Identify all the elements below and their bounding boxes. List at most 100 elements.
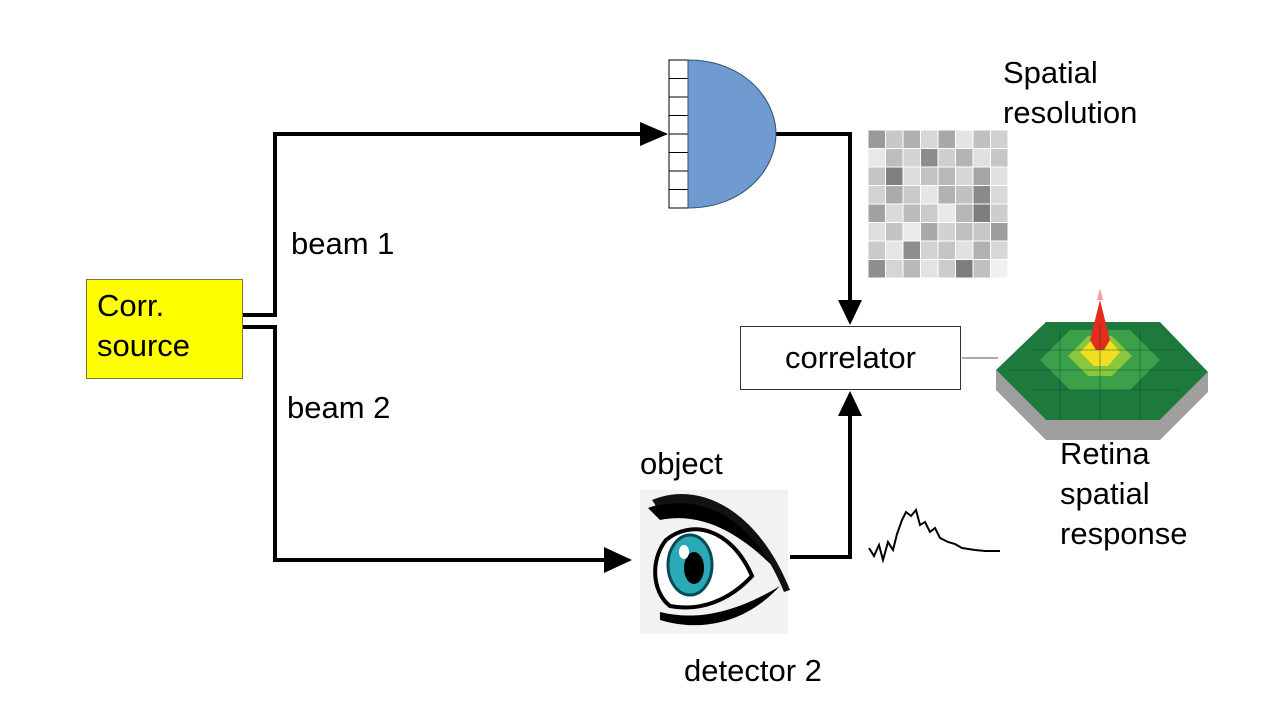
resolution-cell [955, 166, 974, 186]
resolution-cell [955, 240, 974, 260]
correlated-source-box: Corr. source [86, 279, 243, 379]
pixel-cell [668, 78, 689, 98]
resolution-cell [990, 185, 1009, 205]
resolution-cell [867, 240, 886, 260]
resolution-cell [902, 259, 921, 279]
resolution-cell [937, 222, 956, 242]
resolution-cell [920, 203, 939, 223]
resolution-cell [867, 185, 886, 205]
source-label-line1: Corr. [97, 288, 165, 323]
resolution-cell [937, 166, 956, 186]
resolution-cell [920, 259, 939, 279]
resolution-cell [885, 240, 904, 260]
resolution-cell [885, 185, 904, 205]
source-label-line2: source [97, 328, 191, 363]
detector2-to-correlator-line [790, 408, 852, 559]
pixel-cell [668, 189, 689, 209]
resolution-cell [972, 166, 991, 186]
resolution-cell [990, 222, 1009, 242]
spatial-resolution-label-line2: resolution [1003, 95, 1138, 130]
resolution-cell [902, 148, 921, 168]
pixel-cell [668, 152, 689, 172]
resolution-cell [867, 166, 886, 186]
resolution-cell [902, 203, 921, 223]
resolution-cell [955, 129, 974, 149]
retina-label-line1: Retina [1060, 436, 1150, 471]
pixel-cell [668, 96, 689, 116]
signal-trace [868, 507, 1000, 564]
beam2-line [243, 325, 612, 562]
resolution-cell [972, 240, 991, 260]
resolution-cell [885, 222, 904, 242]
resolution-cell [972, 185, 991, 205]
pixel-strip [668, 59, 689, 209]
detector1-to-correlator-line [775, 132, 852, 308]
resolution-cell [955, 259, 974, 279]
resolution-cell [955, 148, 974, 168]
correlator-top-arrowhead [838, 300, 862, 325]
resolution-cell [972, 222, 991, 242]
resolution-cell [990, 166, 1009, 186]
beam2-arrowhead [604, 547, 632, 573]
resolution-cell [972, 129, 991, 149]
resolution-cell [937, 129, 956, 149]
resolution-cell [937, 185, 956, 205]
resolution-cell [885, 129, 904, 149]
resolution-cell [902, 222, 921, 242]
bucket-detector-icon [687, 59, 777, 209]
resolution-cell [885, 148, 904, 168]
retina-label-line3: response [1060, 516, 1188, 551]
detector2-label: detector 2 [684, 653, 822, 688]
resolution-cell [920, 166, 939, 186]
correlator-box: correlator [740, 326, 961, 390]
beam1-label: beam 1 [291, 226, 395, 261]
resolution-cell [902, 185, 921, 205]
resolution-cell [920, 148, 939, 168]
resolution-cell [972, 203, 991, 223]
resolution-cell [885, 259, 904, 279]
resolution-cell [955, 222, 974, 242]
spatial-resolution-grid [867, 129, 1009, 279]
resolution-cell [937, 240, 956, 260]
resolution-cell [867, 148, 886, 168]
beam2-label: beam 2 [287, 390, 391, 425]
resolution-cell [955, 185, 974, 205]
resolution-cell [867, 129, 886, 149]
retina-response-plot [996, 288, 1208, 440]
correlator-label: correlator [785, 340, 916, 375]
resolution-cell [937, 259, 956, 279]
resolution-cell [920, 222, 939, 242]
object-label: object [640, 446, 723, 481]
spatial-resolution-label-line1: Spatial [1003, 55, 1098, 90]
resolution-cell [990, 203, 1009, 223]
correlator-bottom-arrowhead [838, 391, 862, 416]
resolution-cell [937, 203, 956, 223]
pixel-cell [668, 59, 689, 79]
resolution-cell [990, 148, 1009, 168]
resolution-cell [885, 203, 904, 223]
resolution-cell [902, 166, 921, 186]
resolution-cell [867, 259, 886, 279]
pixel-cell [668, 170, 689, 190]
beam1-line [243, 132, 648, 317]
resolution-cell [885, 166, 904, 186]
resolution-cell [920, 240, 939, 260]
retina-label-line2: spatial [1060, 476, 1150, 511]
resolution-cell [972, 259, 991, 279]
resolution-cell [990, 240, 1009, 260]
pixel-cell [668, 115, 689, 135]
resolution-cell [920, 129, 939, 149]
resolution-cell [902, 129, 921, 149]
eye-icon [640, 490, 790, 634]
pixel-cell [668, 133, 689, 153]
beam1-arrowhead [640, 122, 668, 146]
source-label: Corr. source [97, 286, 190, 366]
resolution-cell [867, 222, 886, 242]
resolution-cell [955, 203, 974, 223]
resolution-cell [867, 203, 886, 223]
resolution-cell [920, 185, 939, 205]
resolution-cell [937, 148, 956, 168]
resolution-cell [972, 148, 991, 168]
resolution-cell [990, 259, 1009, 279]
